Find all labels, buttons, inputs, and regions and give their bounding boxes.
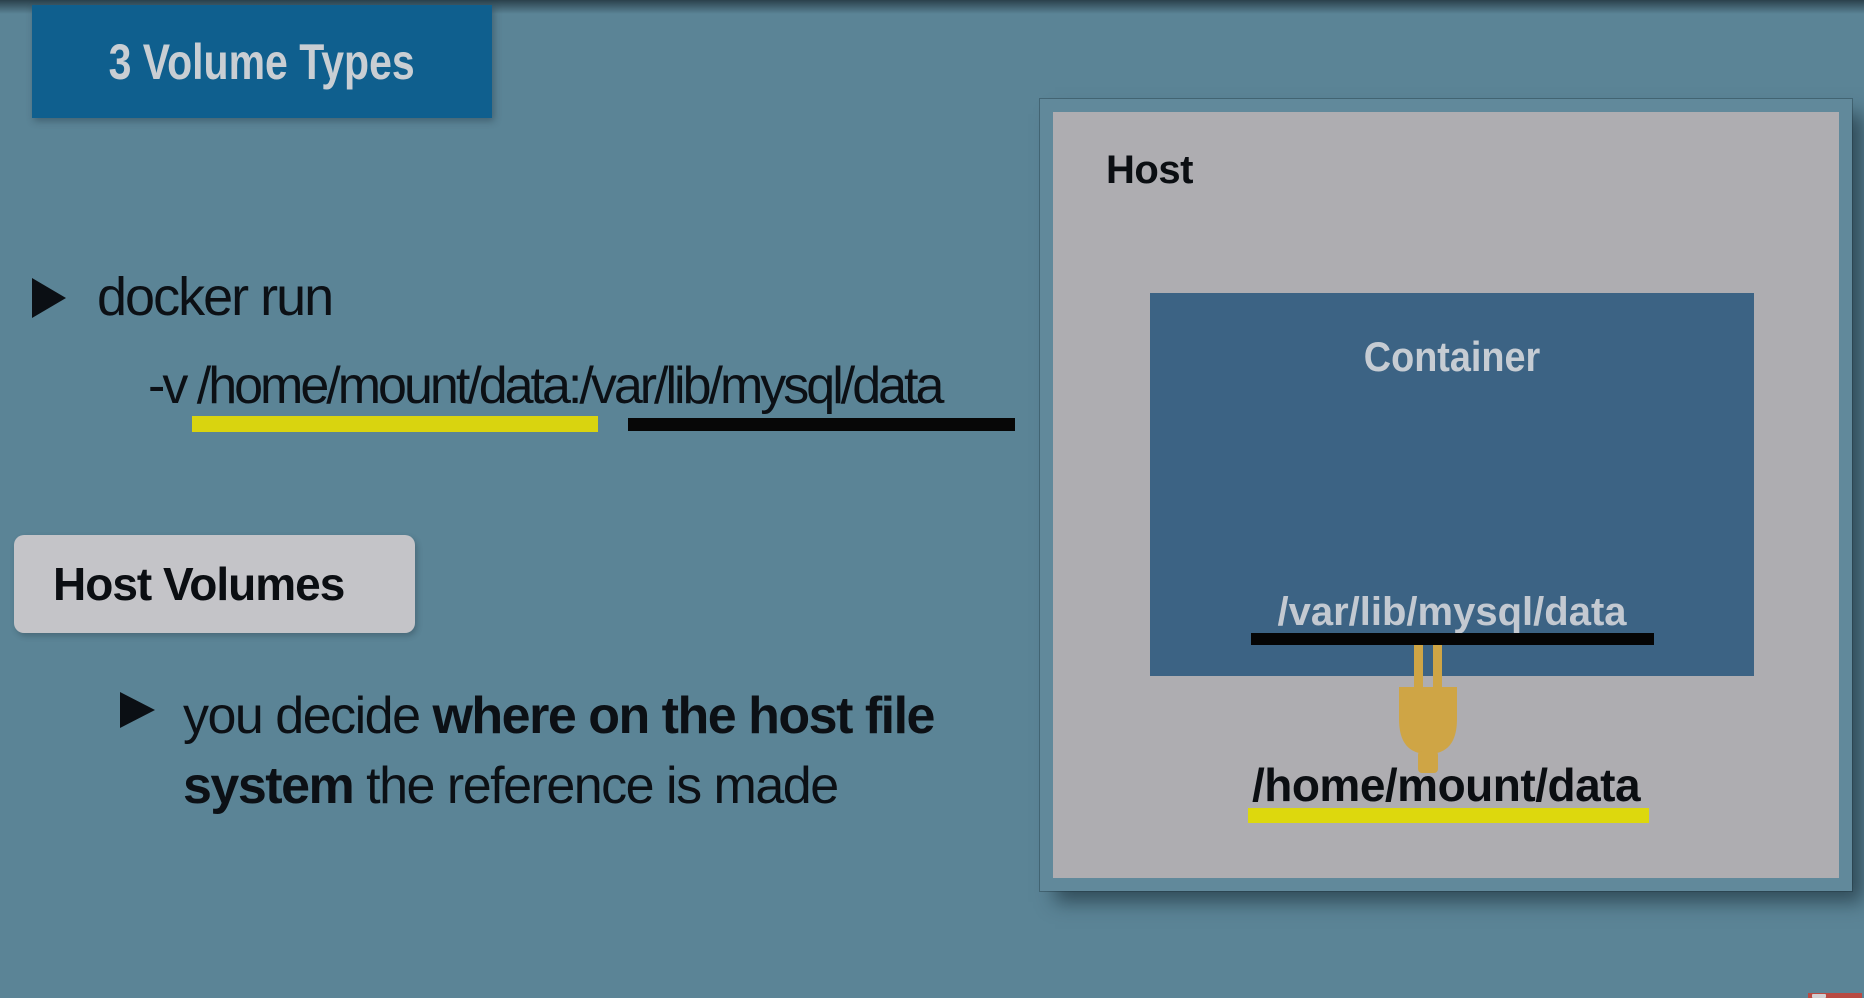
container-label: Container — [1363, 333, 1541, 380]
host-label: Host — [1106, 148, 1193, 192]
host-path-text: /home/mount/data — [196, 357, 571, 415]
play-triangle-icon — [120, 692, 155, 728]
container-path-text: /var/lib/mysql/data — [579, 357, 944, 415]
corner-overlay-glyph — [1812, 994, 1826, 998]
power-plug-icon — [1399, 645, 1457, 773]
play-triangle-icon — [32, 278, 66, 318]
note-line-2: system the reference is made — [183, 756, 839, 816]
corner-overlay-button[interactable] — [1808, 993, 1862, 998]
path-separator: : — [567, 357, 583, 415]
volume-flag: -v — [148, 357, 197, 415]
note-bold-1: where on the host file — [432, 687, 935, 745]
note-regular-2: the reference is made — [353, 757, 839, 815]
section-label-box: Host Volumes — [14, 535, 415, 633]
host-path-underline — [192, 416, 598, 432]
diagram-host-path-underline — [1248, 808, 1649, 823]
diagram-container-path: /var/lib/mysql/data — [1277, 590, 1627, 634]
note-line-1: you decide where on the host file — [183, 686, 935, 746]
container-path-underline — [628, 418, 1015, 431]
diagram-host-path: /home/mount/data — [1251, 759, 1641, 811]
command-line: docker run — [97, 267, 334, 327]
volume-flag-line: -v /home/mount/data:/var/lib/mysql/data — [148, 356, 944, 416]
title-box: 3 Volume Types — [32, 5, 492, 118]
slide-title: 3 Volume Types — [108, 33, 416, 90]
note-bold-2: system — [183, 757, 355, 815]
container-box: Container /var/lib/mysql/data — [1150, 293, 1754, 676]
diagram-container-path-underline — [1251, 633, 1654, 645]
section-label: Host Volumes — [53, 558, 345, 610]
note-regular-1: you decide — [183, 687, 433, 745]
